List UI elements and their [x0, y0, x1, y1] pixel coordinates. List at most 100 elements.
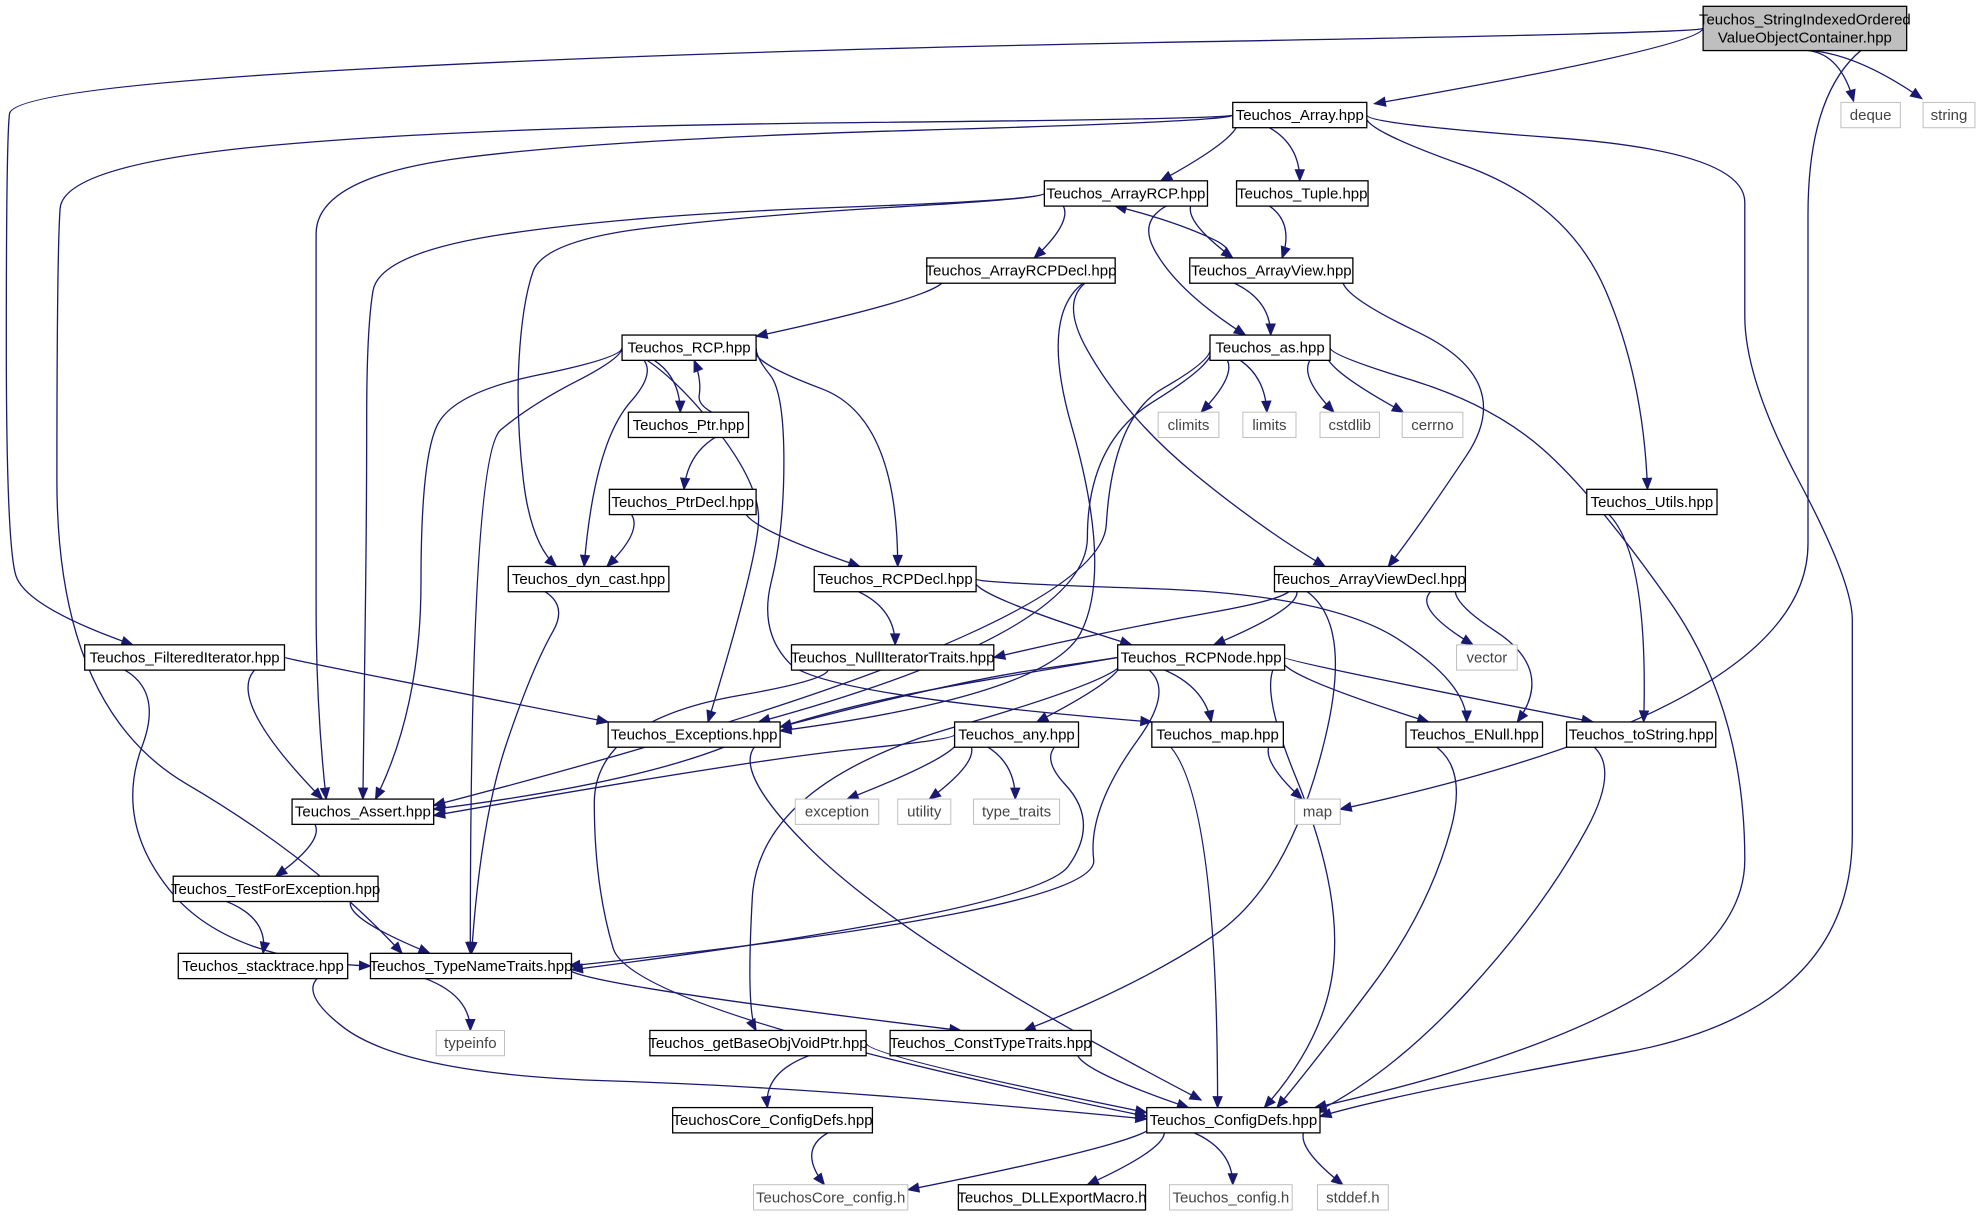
node-coreconfig: TeuchosCore_config.h [753, 1184, 909, 1211]
node-rcpnode[interactable]: Teuchos_RCPNode.hpp [1117, 644, 1286, 671]
node-map: map [1294, 798, 1341, 825]
node-utils[interactable]: Teuchos_Utils.hpp [1586, 488, 1718, 516]
edge-root-to-string [1810, 49, 1923, 100]
edge-stacktrace-to-configdefs [312, 965, 1149, 1124]
node-typename[interactable]: Teuchos_TypeNameTraits.hpp [370, 952, 573, 980]
node-label: TeuchosCore_ConfigDefs.hpp [672, 1112, 872, 1129]
node-label: Teuchos_DLLExportMacro.h [957, 1189, 1146, 1206]
node-label: Teuchos_ArrayView.hpp [1191, 263, 1352, 280]
node-label: type_traits [982, 804, 1051, 821]
node-limits: limits [1242, 411, 1297, 438]
node-label: string [1931, 107, 1968, 124]
node-label: cerrno [1411, 417, 1454, 434]
edge-dyncast-to-typename [467, 578, 560, 955]
node-arrayview[interactable]: Teuchos_ArrayView.hpp [1189, 257, 1354, 284]
node-enull[interactable]: Teuchos_ENull.hpp [1405, 721, 1544, 748]
edge-any-to-assert [432, 733, 956, 819]
node-consttype[interactable]: Teuchos_ConstTypeTraits.hpp [889, 1029, 1092, 1057]
node-label: utility [907, 804, 942, 821]
edge-utils-to-tostring [1586, 501, 1650, 724]
node-label: Teuchos_Utils.hpp [1591, 494, 1714, 511]
node-label: Teuchos_Exceptions.hpp [611, 727, 778, 744]
node-exceptions[interactable]: Teuchos_Exceptions.hpp [607, 721, 781, 748]
node-label: Teuchos_NullIteratorTraits.hpp [791, 649, 995, 666]
edge-filtered-to-exceptions [283, 656, 610, 725]
node-stacktrace[interactable]: Teuchos_stacktrace.hpp [177, 952, 349, 980]
node-label: Teuchos_Array.hpp [1236, 107, 1364, 124]
node-label: stddef.h [1326, 1189, 1379, 1206]
node-label: cstdlib [1328, 417, 1371, 434]
node-testforexc[interactable]: Teuchos_TestForException.hpp [171, 875, 380, 903]
node-tuple[interactable]: Teuchos_Tuple.hpp [1235, 180, 1369, 207]
node-dyncast[interactable]: Teuchos_dyn_cast.hpp [507, 565, 670, 593]
node-map-hpp[interactable]: Teuchos_map.hpp [1151, 721, 1284, 748]
node-label: Teuchos_map.hpp [1156, 727, 1279, 744]
node-label: Teuchos_ConstTypeTraits.hpp [890, 1035, 1092, 1052]
node-configdefs[interactable]: Teuchos_ConfigDefs.hpp [1146, 1106, 1321, 1134]
node-label: climits [1168, 417, 1210, 434]
file-nodes: Teuchos_StringIndexedOrderedValueObjectC… [84, 5, 1976, 1211]
edge-arrayviewdecl-to-consttype [1022, 578, 1336, 1032]
node-label: exception [805, 804, 869, 821]
node-array[interactable]: Teuchos_Array.hpp [1232, 101, 1368, 129]
edge-root-to-map [1338, 27, 1907, 812]
node-label: Teuchos_stacktrace.hpp [182, 958, 344, 975]
edge-rcp-to-map_hpp [755, 347, 1154, 727]
node-nulliter[interactable]: Teuchos_NullIteratorTraits.hpp [791, 644, 995, 671]
node-arrayviewdecl[interactable]: Teuchos_ArrayViewDecl.hpp [1273, 565, 1467, 593]
node-label: Teuchos_StringIndexedOrdered [1699, 11, 1911, 28]
node-label: map [1303, 804, 1332, 821]
node-rcpdecl[interactable]: Teuchos_RCPDecl.hpp [813, 565, 977, 593]
node-root[interactable]: Teuchos_StringIndexedOrderedValueObjectC… [1699, 5, 1911, 52]
node-as[interactable]: Teuchos_as.hpp [1209, 334, 1331, 361]
edge-arrayrcpdecl-to-rcp [754, 269, 946, 340]
node-arrayrcp[interactable]: Teuchos_ArrayRCP.hpp [1043, 180, 1209, 207]
node-climits: climits [1157, 411, 1220, 438]
node-ptrdecl[interactable]: Teuchos_PtrDecl.hpp [608, 488, 757, 516]
node-assert[interactable]: Teuchos_Assert.hpp [291, 798, 435, 826]
edge-rcpnode-to-enull [1281, 656, 1430, 724]
node-label: Teuchos_RCPNode.hpp [1121, 649, 1282, 666]
edge-root-to-filtered [5, 27, 1704, 646]
node-label: Teuchos_RCP.hpp [628, 340, 751, 357]
node-filtered[interactable]: Teuchos_FilteredIterator.hpp [84, 644, 286, 671]
edge-rcp-to-assert [374, 347, 623, 801]
node-string: string [1922, 101, 1976, 129]
node-coreconfigdefs[interactable]: TeuchosCore_ConfigDefs.hpp [671, 1106, 874, 1134]
node-dllexport[interactable]: Teuchos_DLLExportMacro.h [957, 1184, 1147, 1211]
node-rcp[interactable]: Teuchos_RCP.hpp [621, 334, 757, 361]
node-tostring[interactable]: Teuchos_toString.hpp [1565, 721, 1717, 748]
dependency-edges [5, 27, 1923, 1193]
edge-root-to-deque [1808, 49, 1856, 103]
node-label: Teuchos_as.hpp [1215, 340, 1324, 357]
node-label: Teuchos_RCPDecl.hpp [818, 571, 973, 588]
node-label: limits [1252, 417, 1286, 434]
node-ptr[interactable]: Teuchos_Ptr.hpp [627, 411, 750, 439]
edge-consttype-to-configdefs [1076, 1042, 1190, 1109]
node-arrayrcpdecl[interactable]: Teuchos_ArrayRCPDecl.hpp [926, 257, 1117, 284]
edge-array-to-typename [56, 114, 1234, 955]
node-label: typeinfo [444, 1035, 497, 1052]
node-label: Teuchos_PtrDecl.hpp [611, 494, 754, 511]
node-any[interactable]: Teuchos_any.hpp [953, 721, 1080, 748]
node-exception: exception [794, 798, 880, 825]
edge-getbase-to-configdefs [865, 1042, 1149, 1116]
edge-array-to-arrayrcp [1159, 114, 1239, 182]
edge-tostring-to-configdefs [1313, 733, 1606, 1114]
edge-ptrdecl-to-rcpdecl [744, 501, 862, 568]
node-vector: vector [1456, 644, 1518, 671]
edge-any-to-typename [570, 733, 1085, 974]
node-utility: utility [897, 798, 952, 825]
node-label: Teuchos_Ptr.hpp [633, 417, 745, 434]
node-label: vector [1466, 649, 1507, 666]
node-label: Teuchos_Assert.hpp [295, 804, 431, 821]
node-deque: deque [1840, 101, 1901, 129]
node-cstdlib: cstdlib [1319, 411, 1380, 438]
edge-rcpnode-to-configdefs [1263, 656, 1336, 1109]
node-getbase[interactable]: Teuchos_getBaseObjVoidPtr.hpp [648, 1029, 868, 1057]
node-stddef: stddef.h [1316, 1184, 1389, 1211]
node-label: Teuchos_ArrayViewDecl.hpp [1274, 571, 1466, 588]
edge-root-to-array [1373, 28, 1704, 107]
edge-array-to-assert [315, 114, 1234, 801]
